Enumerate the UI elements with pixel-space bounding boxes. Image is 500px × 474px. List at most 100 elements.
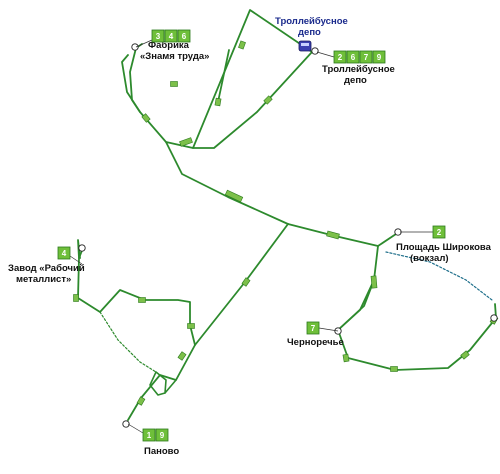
route-box-depot_east-7: 7 xyxy=(359,50,373,64)
depot-east-label-2: депо xyxy=(344,75,367,86)
route-box-zavod-4: 4 xyxy=(57,246,71,260)
terminal-point-depot_far_east xyxy=(490,314,498,322)
segment-marker-tile xyxy=(136,396,146,406)
route-line-south xyxy=(127,223,289,421)
segment-marker xyxy=(326,230,340,240)
route-box-bg xyxy=(306,321,320,335)
leader-line-zavod xyxy=(69,255,83,265)
route-line-panovo-loop xyxy=(149,371,167,396)
segment-marker-tile xyxy=(138,297,146,303)
route-box-chernoreche-7: 7 xyxy=(306,321,320,335)
chernoreche-label: Черноречье xyxy=(287,337,344,348)
segment-marker-tile xyxy=(241,277,251,287)
route-box-bg xyxy=(177,29,191,43)
fabrika-label-1: Фабрика xyxy=(148,40,190,51)
terminal-point-zavod xyxy=(78,244,86,252)
leader-line-fabrika xyxy=(135,39,153,48)
leader-line-panovo xyxy=(127,423,144,434)
route-box-bg xyxy=(359,50,373,64)
segment-marker xyxy=(187,323,195,329)
dotted-link-west xyxy=(99,311,157,373)
segment-marker-tile xyxy=(141,113,151,123)
dotted-links xyxy=(99,251,493,373)
route-line-spur xyxy=(217,49,230,103)
route-box-bg xyxy=(432,225,446,239)
route-box-fabrika-3: 3 xyxy=(151,29,165,43)
route-box-bg xyxy=(142,428,156,442)
route-box-number: 7 xyxy=(364,53,369,62)
segment-marker xyxy=(238,40,246,50)
depot-icon-window xyxy=(301,43,309,46)
route-box-number: 9 xyxy=(160,431,165,440)
segment-marker-tile xyxy=(214,97,222,107)
dotted-link-east xyxy=(385,251,493,301)
segment-marker-tile xyxy=(179,137,193,147)
segment-marker-tile xyxy=(187,323,195,329)
route-box-ploshchad-2: 2 xyxy=(432,225,446,239)
route-line-west-loop xyxy=(77,247,196,346)
route-line-southeast xyxy=(337,245,497,371)
panovo-label: Паново xyxy=(144,446,179,457)
route-box-bg xyxy=(151,29,165,43)
segment-marker xyxy=(141,113,151,123)
route-box-depot_east-9: 9 xyxy=(372,50,386,64)
leader-line-depot_east xyxy=(316,51,335,58)
depot-icon xyxy=(298,40,312,52)
terminal-point-fabrika xyxy=(131,43,139,51)
segment-marker-tile xyxy=(460,350,470,360)
segment-marker-tile xyxy=(370,275,378,289)
route-box-bg xyxy=(57,246,71,260)
route-line-fabrika-trunk xyxy=(121,54,289,225)
terminal-point-panovo xyxy=(122,420,130,428)
segment-marker xyxy=(342,353,350,363)
depot-north-label-2: депо xyxy=(298,27,321,38)
route-box-number: 4 xyxy=(62,249,67,258)
segment-marker xyxy=(170,81,178,87)
segment-marker-tile xyxy=(170,81,178,87)
terminal-point-depot_east xyxy=(311,47,319,55)
segment-marker xyxy=(390,366,398,372)
segment-marker xyxy=(370,275,378,289)
segment-marker xyxy=(241,277,251,287)
route-box-number: 6 xyxy=(182,32,187,41)
route-line-depot-loop-west xyxy=(165,9,313,149)
segment-marker xyxy=(177,351,187,361)
route-box-bg xyxy=(333,50,347,64)
depot-north-label-1: Троллейбусное xyxy=(275,16,348,27)
segment-markers xyxy=(73,40,499,406)
zavod-label-1: Завод «Рабочий xyxy=(8,263,85,274)
segment-marker xyxy=(224,189,244,203)
segment-marker xyxy=(214,97,222,107)
route-box-fabrika-6: 6 xyxy=(177,29,191,43)
route-network xyxy=(77,9,497,421)
segment-marker-tile xyxy=(326,230,340,240)
route-box-depot_east-6: 6 xyxy=(346,50,360,64)
segment-marker-tile xyxy=(73,294,79,302)
depot-east-label-1: Троллейбусное xyxy=(322,64,395,75)
route-box-number: 4 xyxy=(169,32,174,41)
terminal-points xyxy=(78,43,498,428)
route-line-zavod-spur xyxy=(77,239,81,259)
zavod-label-2: металлист» xyxy=(16,274,71,285)
fabrika-label-2: «Знамя труда» xyxy=(140,51,209,62)
ploshchad-label-2: (вокзал) xyxy=(410,253,449,264)
route-box-number: 2 xyxy=(338,53,343,62)
route-line-chernoreche xyxy=(337,279,375,331)
segment-marker-tile xyxy=(238,40,246,50)
route-box-bg xyxy=(164,29,178,43)
route-box-bg xyxy=(372,50,386,64)
segment-marker xyxy=(263,95,273,105)
leader-line-chernoreche xyxy=(318,327,339,332)
route-box-fabrika-4: 4 xyxy=(164,29,178,43)
route-box-depot_east-2: 2 xyxy=(333,50,347,64)
segment-marker-tile xyxy=(177,351,187,361)
segment-marker-tile xyxy=(263,95,273,105)
segment-marker-tile xyxy=(390,366,398,372)
route-box-number: 2 xyxy=(437,228,442,237)
route-box-bg xyxy=(155,428,169,442)
segment-marker-tile xyxy=(342,353,350,363)
segment-marker xyxy=(138,297,146,303)
route-box-number: 6 xyxy=(351,53,356,62)
